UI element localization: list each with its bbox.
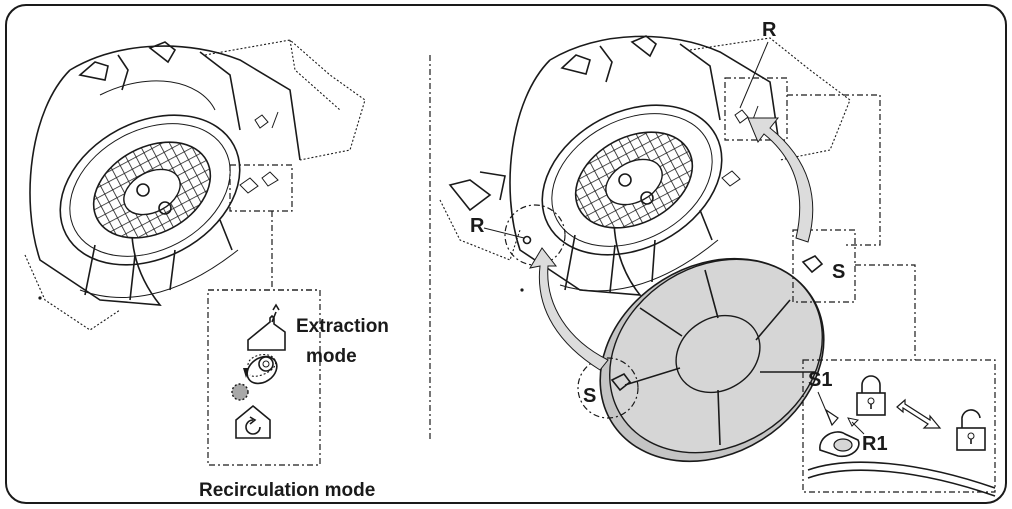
latch-detail-icon	[807, 408, 996, 497]
label-s1: S1	[808, 369, 832, 391]
grease-filter-illustration	[599, 257, 825, 463]
label-s-bottom: S	[583, 385, 596, 407]
filter-clip-bottom	[610, 372, 632, 392]
zoom-connector-top	[787, 94, 881, 246]
filter-clip-right	[801, 255, 824, 274]
right-zoom-box-top	[724, 77, 788, 141]
mode-switch-knob-icon	[231, 354, 278, 401]
lock-open-icon	[956, 409, 986, 451]
left-callout-box	[207, 289, 321, 466]
arrow-to-left-latch	[528, 247, 609, 371]
left-zoom-box	[229, 164, 293, 212]
zoom-connector-s	[855, 264, 916, 360]
label-r-top: R	[762, 19, 777, 41]
lock-closed-icon	[856, 375, 886, 416]
label-r1: R1	[862, 433, 888, 455]
right-zoom-circle-s	[577, 357, 639, 419]
diagram-frame	[5, 4, 1007, 504]
arrow-to-top-latch	[747, 117, 814, 243]
label-r-left: R	[470, 215, 485, 237]
extraction-mode-icon	[247, 303, 286, 351]
lock-detail-box	[802, 359, 996, 493]
left-hood-illustration	[24, 39, 366, 331]
right-zoom-box-s	[792, 229, 856, 303]
recirculation-label: Recirculation mode	[199, 480, 375, 501]
extraction-label-line2: mode	[306, 346, 357, 367]
label-s-right: S	[832, 261, 845, 283]
extraction-label-line1: Extraction	[296, 316, 389, 337]
recirculation-mode-icon	[235, 404, 271, 439]
right-hood-illustration	[439, 35, 851, 296]
double-arrow-icon	[896, 398, 942, 429]
